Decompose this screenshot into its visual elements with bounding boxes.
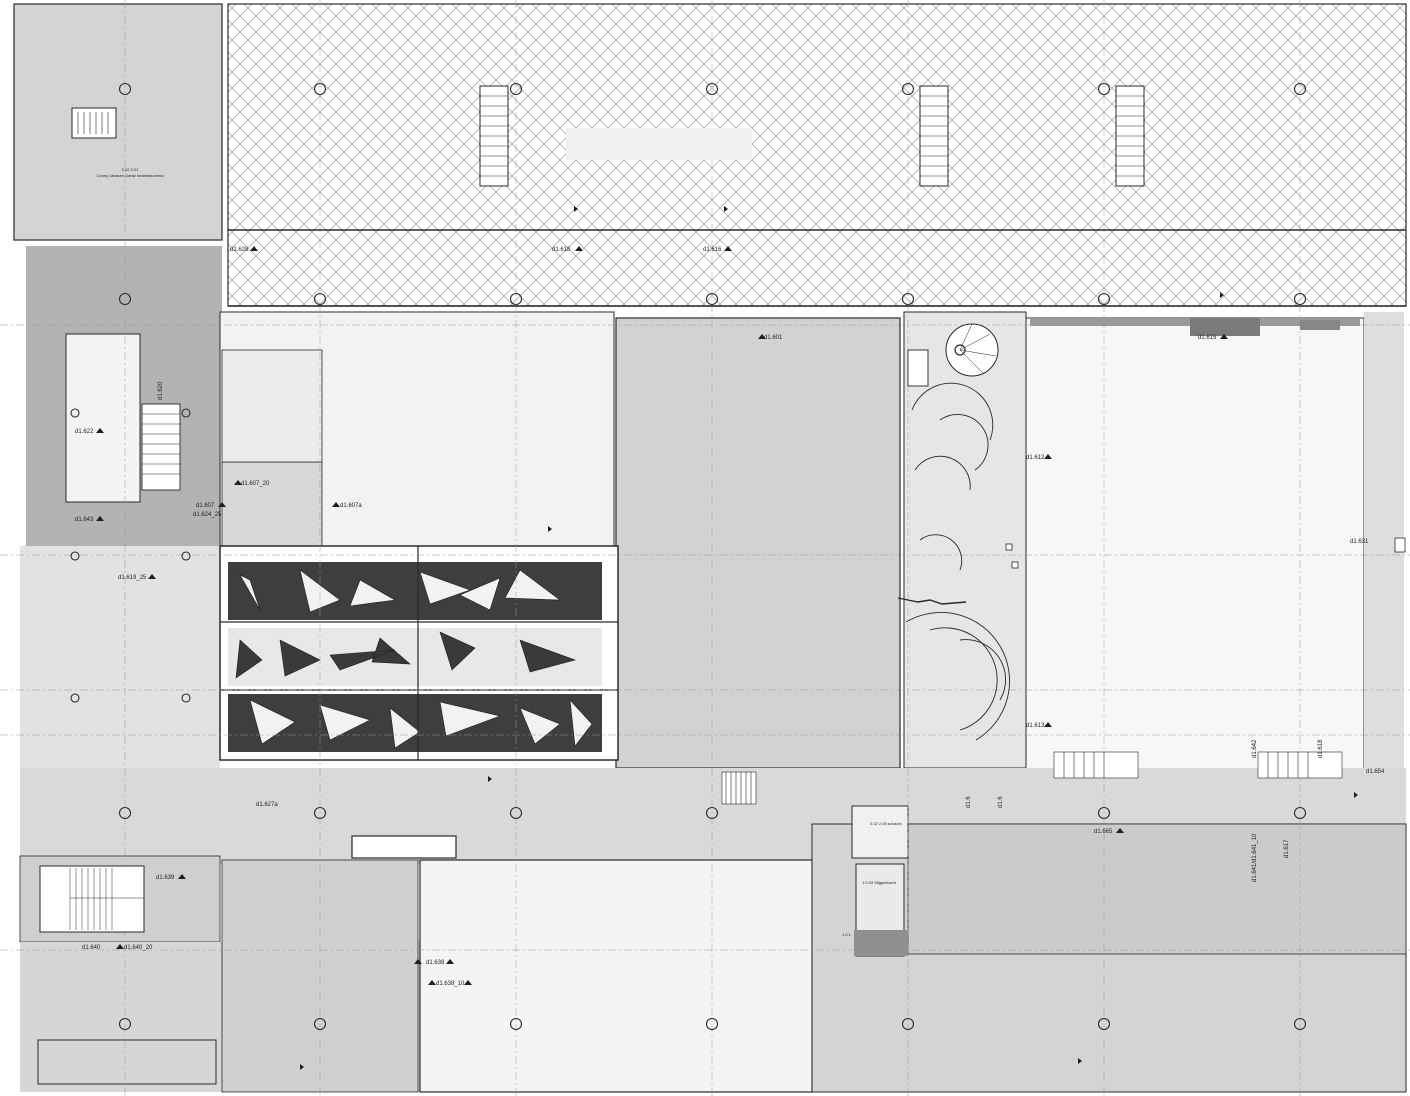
tag-d1-615: d1.615 [1198,335,1217,341]
tag-d1-638: d1.638 [426,960,445,966]
tag-d1-619-25: d1.619_25 [118,575,147,581]
tag-d1-613: d1.613 [1026,723,1045,729]
room-code-label: 0.02 2.01 [122,167,139,172]
tag-d1-638-10: d1.638_10 [436,981,465,987]
tag-d1-618-v: d1.618 [1318,739,1324,758]
tag-d1-6-a: d1.6 [966,796,972,808]
lift-shaft-base [854,930,908,956]
stage-area [903,311,1027,769]
lower-center-room [419,859,813,1093]
tag-d1-620: d1.620 [158,381,164,400]
roof-light-opening [566,128,752,160]
tag-stijgschacht: 1.0.03 Stijgschacht [862,880,897,885]
tag-d1-640: d1.640 [82,945,101,951]
tag-d1-601: d1.601 [764,335,783,341]
left-staircase-icon [141,403,181,491]
roof-elements [228,85,1406,307]
tag-d1-641: d1.641/d1.641_10 [1252,833,1258,882]
equipment-strip [1030,318,1360,336]
tag-d1-618: d1.618 [552,247,571,253]
flag-marker-icon [300,206,1358,1070]
glass-atrium [219,545,619,761]
lower-left-bench [37,1039,217,1085]
floor-regions [13,3,1407,1093]
tag-d1-665: d1.665 [1094,829,1113,835]
tag-d1-607: d1.607 [196,503,215,509]
shaft-room [851,805,909,859]
structural-column-icon [70,82,1406,1031]
level-marker-icon [96,246,1228,985]
central-hall [615,317,901,769]
tag-d1-639: d1.639 [156,875,175,881]
spiral-stair-icon [945,323,999,377]
toilet-top [221,349,323,463]
tag-d1-607a: d1.607a [340,503,362,509]
tag-d1-643: d1.643 [75,517,94,523]
stage-seating [905,349,1010,741]
lower-staircase-icon [39,865,145,933]
stage-edge-line [897,597,967,605]
right-staircases [721,751,1343,805]
tag-d1-628: d1.628 [230,247,249,253]
tag-d1-617: d1.617 [1284,839,1290,858]
left-void [65,333,141,503]
tag-d1-6-b: d1.6 [998,796,1004,808]
staircase-icon [71,107,117,139]
tag-small: 1.0.1 [842,932,852,937]
top-left-room [13,3,223,241]
right-hall [1025,317,1365,779]
tag-d1-624-25: d1.624_25 [193,512,222,518]
tag-d1-654: d1.654 [1366,769,1385,775]
tag-d1-631: d1.631 [1350,539,1369,545]
tag-d1-616: d1.616 [703,247,722,253]
tag-d1-622: d1.622 [75,429,94,435]
tag-shaft: 0.02 2.05 schacht [870,821,902,826]
tag-d1-642: d1.642 [1252,739,1258,758]
lower-bench [351,835,457,859]
room-labels: 0.02 2.01 Conny Janssen Danst ondersteun… [75,167,1385,987]
lower-right-room [907,823,1407,955]
tag-d1-640-20: d1.640_20 [124,945,153,951]
toilet-block [221,461,323,547]
tag-d1-612: d1.612 [1026,455,1045,461]
hatched-roof-zone [227,3,1407,307]
tag-d1-607-20: d1.607_20 [241,481,270,487]
tag-d1-627a: d1.627a [256,802,278,808]
room-name-label: Conny Janssen Danst ondersteunend [97,173,164,178]
